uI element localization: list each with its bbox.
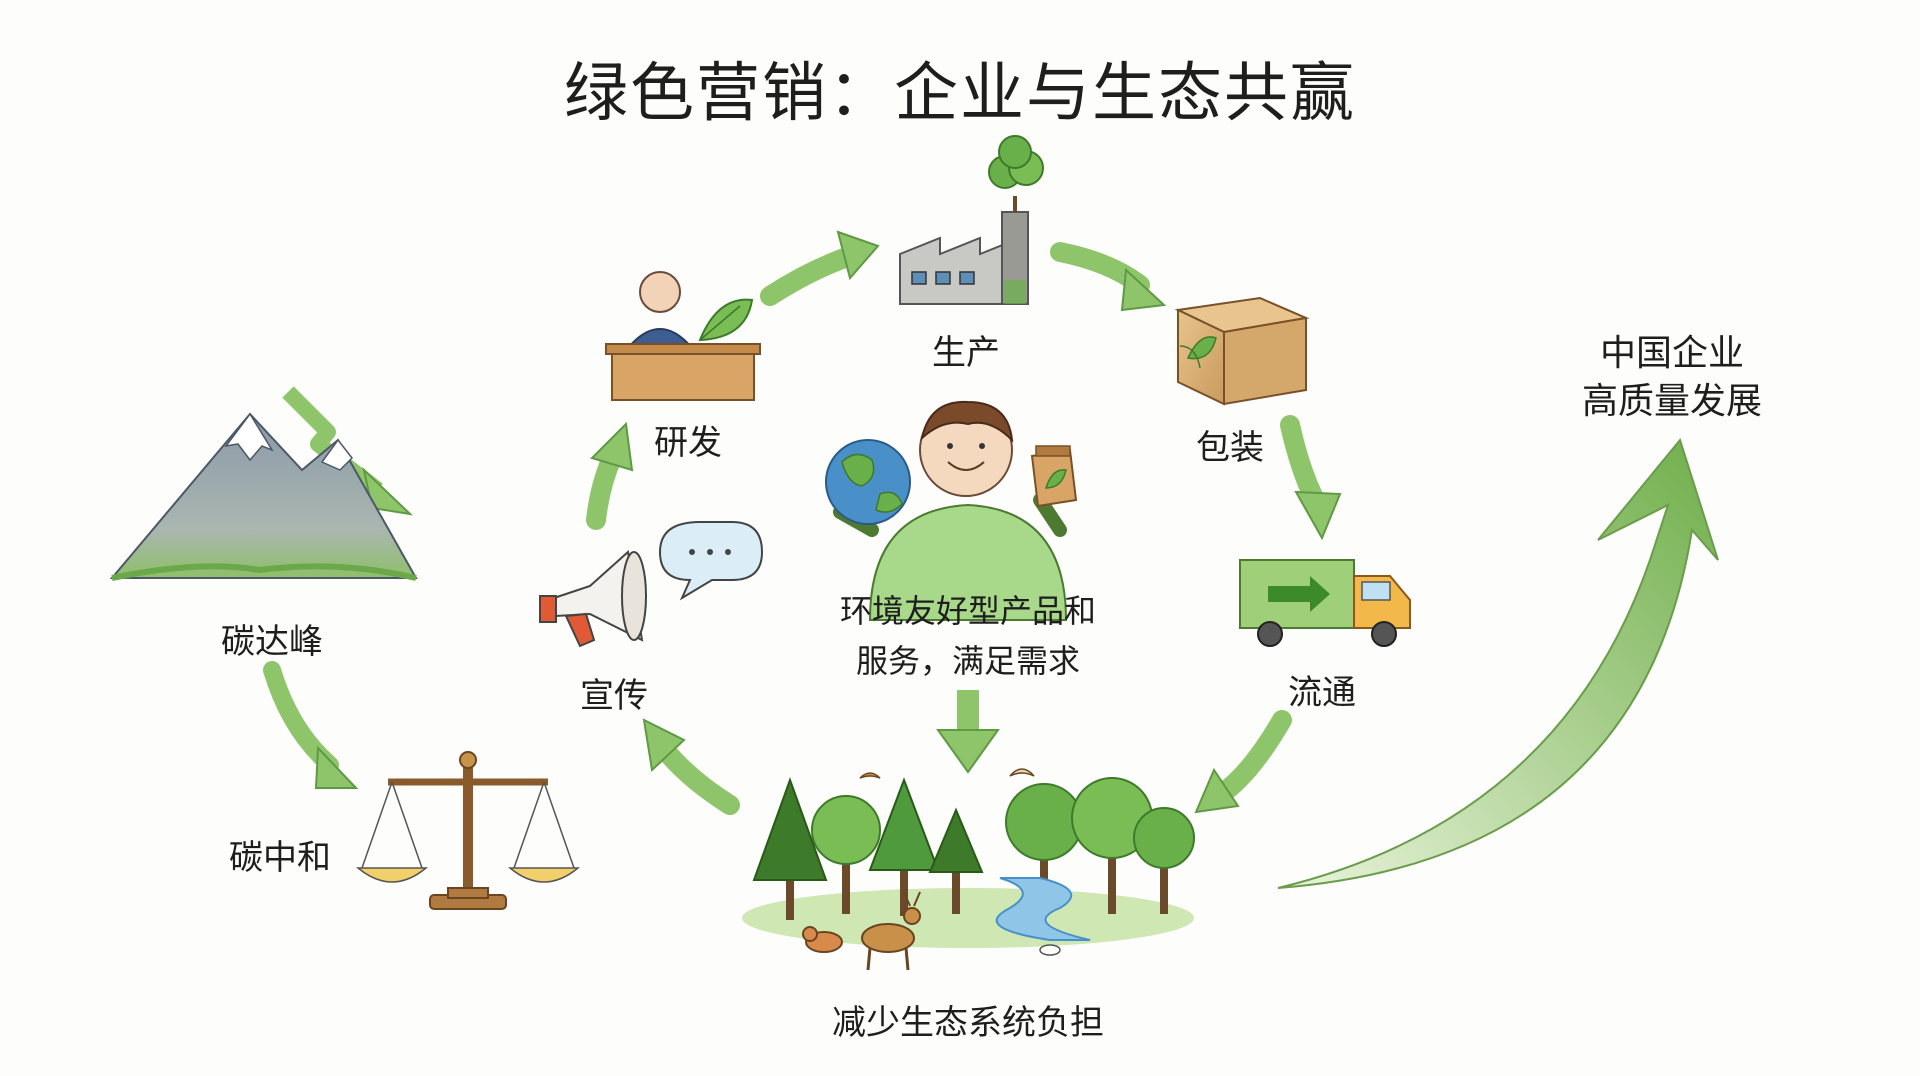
arrow-promotion-to-research <box>586 421 634 530</box>
arrow-research-to-production <box>760 230 880 306</box>
center-description-line1: 环境友好型产品和 <box>839 592 1096 630</box>
forest-ecosystem-icon <box>742 768 1195 971</box>
pine-tree <box>928 807 984 914</box>
center-description: 环境友好型产品和 服务，满足需求 <box>798 586 1138 686</box>
stage-label-promotion: 宣传 <box>580 676 648 716</box>
river <box>995 877 1091 941</box>
factory-icon <box>899 135 1044 305</box>
goal-label-line1: 中国企业 <box>1599 333 1744 374</box>
globe-icon <box>825 439 911 525</box>
page-title: 绿色营销：企业与生态共赢 <box>564 57 1356 131</box>
arrow-production-to-packaging <box>1050 242 1167 312</box>
arrow-peak-to-neutral <box>263 661 359 789</box>
center-description-line2: 服务，满足需求 <box>855 642 1080 680</box>
stage-label-packaging: 包装 <box>1196 428 1264 468</box>
duck-icon <box>1039 944 1061 956</box>
package-box-icon <box>1174 296 1310 406</box>
bird-icon <box>859 772 881 779</box>
mountain-icon <box>109 412 418 581</box>
bird-icon <box>1009 768 1035 777</box>
stage-label-production: 生产 <box>932 333 1000 373</box>
arrow-logistics-to-ecology <box>1194 710 1292 814</box>
balance-scale-icon <box>355 751 581 910</box>
carbon-peak-label: 碳达峰 <box>221 622 323 662</box>
stage-label-research: 研发 <box>654 423 722 463</box>
eco-bag-icon <box>1030 445 1078 508</box>
round-tree <box>811 795 881 914</box>
pine-tree <box>752 777 828 920</box>
carbon-neutral-label: 碳中和 <box>229 838 331 878</box>
researcher-desk-icon <box>605 271 761 401</box>
megaphone-icon <box>539 550 647 648</box>
round-tree <box>1071 777 1153 914</box>
stage-label-logistics: 流通 <box>1288 673 1356 713</box>
deer-icon <box>861 891 921 971</box>
fox-icon <box>802 926 843 953</box>
arrow-center-to-ecology <box>936 690 1000 774</box>
round-tree <box>1133 807 1195 914</box>
ecology-label: 减少生态系统负担 <box>832 1003 1104 1043</box>
goal-label-line2: 高质量发展 <box>1581 381 1762 422</box>
goal-label: 中国企业 高质量发展 <box>1552 330 1792 426</box>
speech-bubble-icon <box>658 521 764 601</box>
arrow-ecology-to-promotion <box>642 718 740 815</box>
arrow-packaging-to-logistics <box>1280 415 1342 541</box>
delivery-truck-icon <box>1239 559 1411 647</box>
growth-arrow <box>1277 437 1719 889</box>
